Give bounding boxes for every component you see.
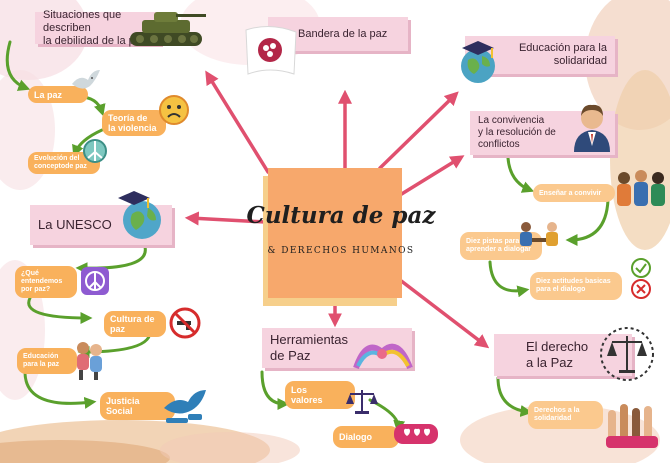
branch-derecho-line2: a la Paz <box>526 355 573 370</box>
raised-hands-icon <box>606 404 658 448</box>
leaf-valores-line1: Los <box>291 385 308 395</box>
leaf-diez-actitudes-line2: para el dialogo <box>536 286 586 293</box>
leaf-derechos-solidaridad-line2: solidaridad <box>534 415 572 422</box>
leaf-la-paz: La paz <box>28 86 88 103</box>
leaf-valores-line2: valores <box>291 395 323 405</box>
peace-sign-icon <box>81 267 109 295</box>
leaf-que-entendemos: ¿Qué entendemos por paz? <box>15 266 77 298</box>
leaf-justicia: Justicia Social <box>100 392 175 420</box>
leaf-diez-pistas-line2: aprender a dialogar <box>466 246 531 253</box>
branch-educacion: Educación para la solidaridad <box>465 36 615 74</box>
leaf-la-paz-label: La paz <box>34 89 63 100</box>
businessman-icon <box>574 104 610 152</box>
leaf-educacion-paz-line2: para la paz <box>23 361 60 368</box>
leaf-diez-actitudes-line1: Diez actitudes basicas <box>536 278 611 285</box>
graduation-globe-icon <box>461 41 495 83</box>
branch-derecho-line1: El derecho <box>526 339 589 354</box>
branch-convivencia-line3: conflictos <box>478 139 520 150</box>
branch-educacion-line1: Educación para la <box>518 42 607 54</box>
leaf-que-entendemos-line2: entendemos <box>21 278 63 285</box>
leaf-diez-pistas-line1: Diez pistas para <box>466 238 520 245</box>
leaf-teoria-line1: Teoría de <box>108 113 148 123</box>
central-subtitle: & DERECHOS HUMANOS <box>267 246 415 256</box>
no-weapons-icon <box>169 307 201 339</box>
unity-hands-icon <box>353 343 413 370</box>
hugging-kids-icon <box>77 342 102 380</box>
peace-flag-icon <box>245 26 297 75</box>
peace-ribbon-icon <box>83 139 107 163</box>
dove-gavel-icon <box>164 390 206 423</box>
leaf-derechos-solidaridad-line1: Derechos a la <box>534 407 580 414</box>
dialogue-icon <box>520 222 558 246</box>
tank-icon <box>130 12 206 46</box>
leaf-evolucion-line1: Evolución del <box>34 155 80 162</box>
leaf-cultura: Cultura de paz <box>104 311 166 337</box>
justice-scale-icon <box>600 327 654 381</box>
central-node <box>268 168 402 298</box>
leaf-justicia-line1: Justicia <box>106 396 140 406</box>
leaf-cultura-line2: paz <box>110 324 126 334</box>
leaf-valores: Los valores <box>285 381 355 409</box>
leaf-diez-actitudes: Diez actitudes basicas para el dialogo <box>530 272 622 300</box>
branch-situaciones-line2: la debilidad de la paz <box>43 34 147 47</box>
leaf-dialogo: Dialogo <box>333 426 399 448</box>
sad-face-icon <box>159 95 189 125</box>
branch-situaciones-line1: Situaciones que describen <box>43 8 122 34</box>
leaf-teoria-line2: la violencia <box>108 123 157 133</box>
leaf-evolucion: Evolución del conceptode paz <box>28 152 100 174</box>
check-cross-icon <box>631 258 651 299</box>
leaf-educacion-paz: Educación para la paz <box>17 348 77 374</box>
leaf-dialogo-label: Dialogo <box>339 432 372 442</box>
branch-convivencia-line2: y la resolución de <box>478 127 556 138</box>
leaf-ensenar-label: Enseñar a convivir <box>539 189 602 197</box>
hearts-chat-icon <box>394 424 438 444</box>
dove-icon <box>72 70 100 89</box>
branch-bandera-label: Bandera de la paz <box>298 27 388 40</box>
leaf-que-entendemos-line3: por paz? <box>21 286 51 293</box>
leaf-teoria: Teoría de la violencia <box>102 110 166 136</box>
main-arrows <box>184 70 490 349</box>
central-title: Cultura de paz <box>246 202 436 229</box>
leaf-educacion-paz-line1: Educación <box>23 353 59 360</box>
leaf-que-entendemos-line1: ¿Qué <box>21 270 39 277</box>
leaf-derechos-solidaridad: Derechos a la solidaridad <box>528 401 603 429</box>
branch-convivencia-line1: La convivencia <box>478 115 545 126</box>
branch-educacion-line2: solidaridad <box>553 55 607 67</box>
leaf-cultura-line1: Cultura de <box>110 314 155 324</box>
leaf-evolucion-line2: conceptode paz <box>34 163 87 170</box>
leaf-justicia-line2: Social <box>106 406 133 416</box>
leaf-ensenar: Enseñar a convivir <box>533 184 615 202</box>
branch-herramientas-line1: Herramientas <box>270 332 349 347</box>
scales-icon <box>346 390 378 414</box>
students-icon <box>617 170 665 206</box>
graduation-globe-icon <box>118 191 161 239</box>
branch-herramientas-line2: de Paz <box>270 348 311 363</box>
branch-unesco-label: La UNESCO <box>38 217 112 232</box>
